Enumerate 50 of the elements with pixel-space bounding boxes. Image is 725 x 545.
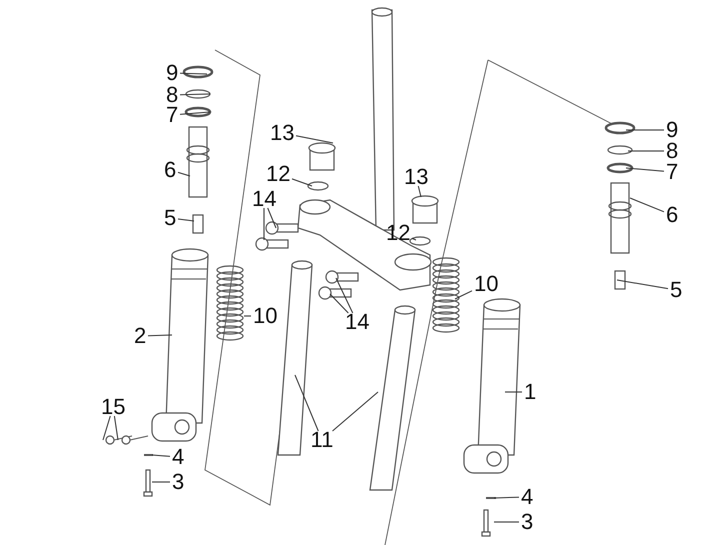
leader-line [630, 198, 664, 212]
leader-line [332, 392, 378, 432]
callout-number: 6 [164, 159, 176, 181]
leader-line [330, 294, 349, 314]
callout-number: 8 [666, 140, 678, 162]
callout-number: 1 [524, 381, 536, 403]
leader-line [114, 416, 118, 440]
leader-line [418, 186, 422, 198]
callout-number: 15 [101, 396, 126, 418]
callout-number: 2 [134, 325, 146, 347]
callout-number: 3 [521, 511, 534, 533]
callout-number: 4 [521, 486, 534, 508]
callout-number: 8 [166, 84, 178, 106]
leader-line [616, 280, 668, 290]
leader-line [628, 150, 664, 152]
leader-line [294, 374, 319, 432]
leader-line [494, 496, 520, 498]
callout-number: 9 [166, 62, 178, 84]
leader-line [292, 178, 312, 186]
callout-number: 14 [345, 311, 370, 333]
callout-number: 12 [266, 163, 290, 185]
callout-number: 5 [164, 207, 176, 229]
callout-number: 11 [310, 429, 334, 451]
leader-line [180, 112, 210, 115]
leader-line [180, 72, 208, 74]
callout-number: 10 [474, 273, 498, 295]
callout-number: 10 [253, 305, 278, 327]
leader-line [412, 238, 416, 240]
callout-number: 13 [404, 166, 428, 188]
leader-line [152, 454, 170, 457]
callout-number: 3 [172, 471, 184, 493]
callout-number: 7 [666, 161, 678, 183]
leader-line [178, 172, 190, 176]
leader-line [336, 278, 354, 314]
callout-number: 9 [666, 119, 678, 141]
callout-number: 5 [670, 279, 682, 301]
leader-line [180, 94, 210, 96]
leader-line [626, 168, 664, 172]
leader-line [148, 334, 172, 336]
callout-number: 14 [252, 188, 276, 210]
leader-line [102, 416, 111, 440]
leader-line [454, 290, 472, 300]
callout-number: 6 [666, 204, 678, 226]
callout-number: 12 [386, 222, 410, 244]
callout-number: 7 [166, 104, 178, 126]
leader-line [178, 218, 194, 222]
leader-line [267, 208, 276, 228]
callout-number: 4 [172, 446, 184, 468]
callout-number: 13 [270, 122, 294, 144]
leader-line [296, 135, 334, 144]
